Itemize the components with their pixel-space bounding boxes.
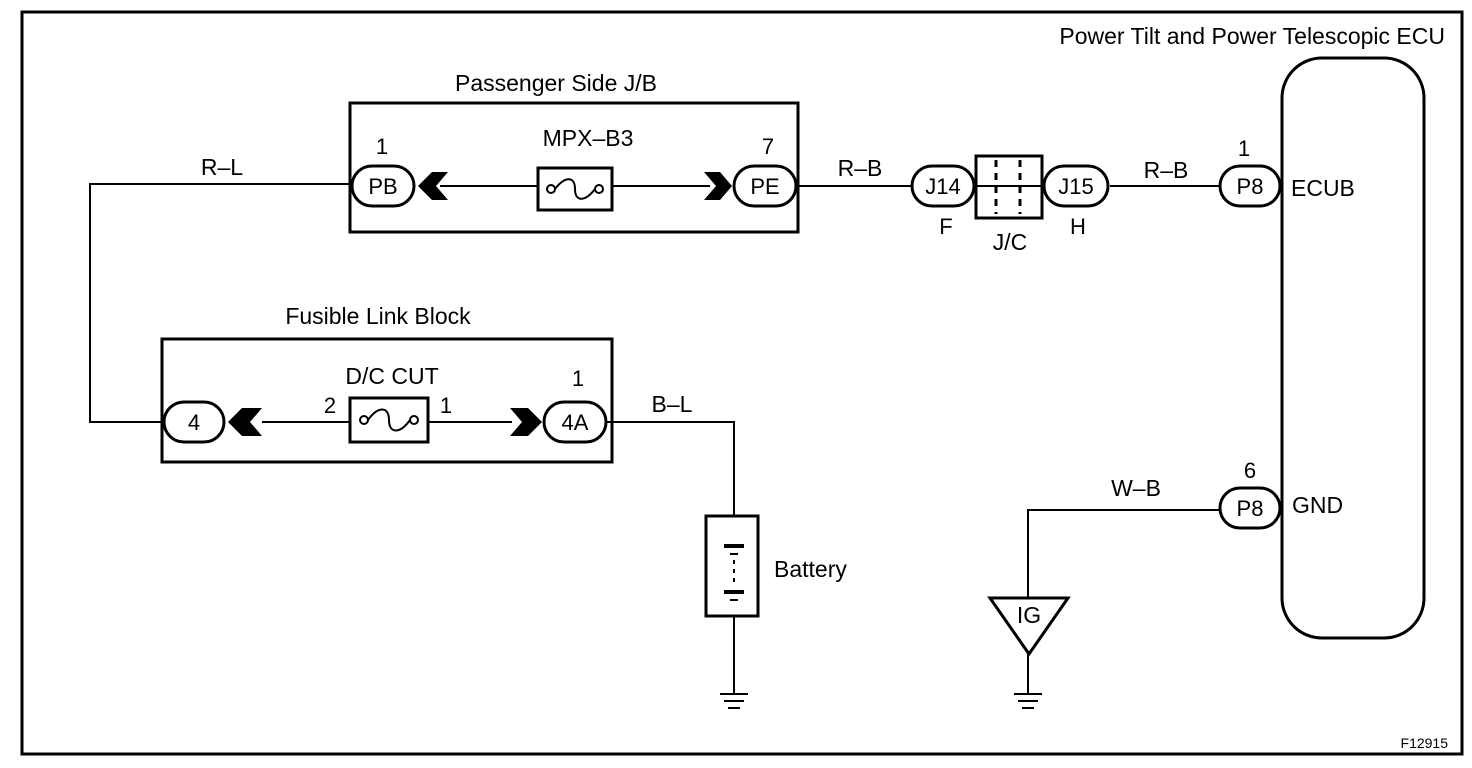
- ig-ground-point: IG: [987, 596, 1071, 657]
- connector-pb: PB 1: [350, 134, 448, 208]
- wire-w-b: [1027, 509, 1220, 598]
- fuse-dc-cut: D/C CUT 2 1: [324, 363, 452, 444]
- connector-p8-top-label: P8: [1237, 174, 1264, 199]
- connector-pe-pin: 7: [762, 134, 774, 159]
- battery: Battery: [704, 514, 847, 618]
- connector-j15-label: J15: [1058, 174, 1093, 199]
- wire-label-r-b-2: R–B: [1144, 157, 1189, 183]
- battery-body: [704, 514, 760, 618]
- ig-label: IG: [1017, 602, 1041, 628]
- connector-pe: PE 7: [704, 134, 798, 208]
- connector-4a-pin: 1: [572, 366, 584, 391]
- connector-j15-body: [1042, 164, 1110, 208]
- jc-label: J/C: [993, 229, 1028, 255]
- connector-4a-label: 4A: [562, 410, 589, 435]
- fuse-dc-cut-pin-left: 2: [324, 393, 336, 418]
- wire-label-r-b-1: R–B: [838, 155, 883, 181]
- connector-pe-body: [732, 164, 798, 208]
- connector-p8-top: P8 1: [1218, 136, 1282, 208]
- connector-4-terminal-icon: [228, 408, 262, 436]
- wire-label-w-b: W–B: [1111, 475, 1161, 501]
- wire-r-l: [89, 183, 352, 423]
- connector-pe-label: PE: [750, 174, 779, 199]
- diagram-frame: [20, 10, 1464, 756]
- wire-b-l: [606, 421, 735, 516]
- wire-label-b-l: B–L: [652, 391, 693, 417]
- wires: [89, 183, 1220, 694]
- connector-p8-bottom-pin: 6: [1244, 458, 1256, 483]
- connector-j14-label: J14: [925, 174, 960, 199]
- connector-j15-sub: H: [1070, 214, 1086, 239]
- ecu-title: Power Tilt and Power Telescopic ECU: [1059, 23, 1445, 49]
- ecu-body: [1280, 56, 1426, 640]
- connector-p8-bottom: P8 6: [1218, 458, 1282, 530]
- battery-label: Battery: [774, 556, 847, 582]
- wire-label-r-l: R–L: [201, 154, 243, 180]
- connector-p8-bottom-body: [1218, 486, 1282, 530]
- fuse-dc-cut-element-icon: [367, 408, 411, 432]
- connector-p8-bottom-label: P8: [1237, 496, 1264, 521]
- connector-4-label: 4: [188, 410, 200, 435]
- connector-j14-body: [910, 164, 976, 208]
- figure-code: F12915: [1401, 735, 1449, 751]
- jb-box: [348, 101, 800, 234]
- connector-pb-label: PB: [368, 174, 397, 199]
- ecu-terminal-gnd: GND: [1292, 492, 1343, 518]
- jb-title: Passenger Side J/B: [455, 70, 657, 96]
- connector-j14-sub: F: [939, 214, 952, 239]
- connector-p8-top-body: [1218, 164, 1282, 208]
- connector-4-body: [162, 400, 226, 444]
- ground-icon-ig: [1014, 693, 1042, 709]
- flb-box: [160, 337, 614, 464]
- connector-4a-terminal-icon: [510, 408, 542, 436]
- connector-pe-terminal-icon: [704, 172, 732, 200]
- fuse-mpx-b3-element-icon: [554, 178, 596, 200]
- fuse-dc-cut-pin-right: 1: [440, 393, 452, 418]
- ig-ground-triangle-icon: [987, 596, 1071, 657]
- connector-4: 4: [162, 400, 262, 444]
- flb-title: Fusible Link Block: [285, 303, 471, 329]
- ground-icon: [720, 693, 748, 709]
- fuse-mpx-b3-label: MPX–B3: [543, 125, 634, 151]
- fuse-dc-cut-label: D/C CUT: [345, 363, 438, 389]
- connector-pb-body: [350, 164, 416, 208]
- connector-4a-body: [542, 400, 608, 444]
- connector-p8-top-pin: 1: [1238, 136, 1250, 161]
- connector-pb-pin: 1: [376, 134, 388, 159]
- fuse-mpx-b3: MPX–B3: [536, 125, 634, 212]
- connector-4a: 4A 1: [510, 366, 608, 444]
- junction-connector: J14 F J/C J15 H: [910, 154, 1110, 255]
- connector-pb-terminal-icon: [418, 172, 448, 200]
- ecu-terminal-ecub: ECUB: [1291, 175, 1355, 201]
